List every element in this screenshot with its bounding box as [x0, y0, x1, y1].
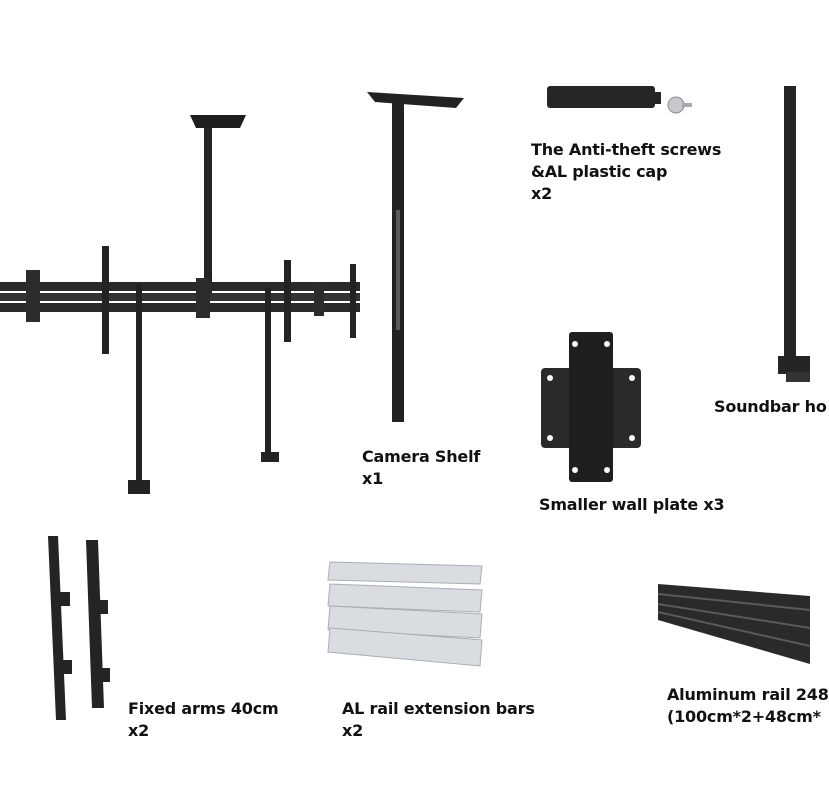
- assembled-mount-system: [0, 115, 360, 494]
- rail-extension-bars-illustration: [327, 561, 483, 667]
- rail-ext-qty: x2: [342, 721, 364, 740]
- wall-plate-illustration: [541, 332, 641, 482]
- soundbar-name: Soundbar ho: [714, 397, 827, 416]
- soundbar-label: Soundbar ho: [714, 396, 827, 418]
- aluminum-rail-detail: (100cm*2+48cm*: [667, 707, 821, 726]
- product-illustration: [0, 86, 811, 720]
- camera-shelf-qty: x1: [362, 469, 384, 488]
- aluminum-rail-name: Aluminum rail 248: [667, 685, 829, 704]
- soundbar-holder-illustration: [778, 86, 810, 382]
- rail-ext-label: AL rail extension bars x2: [342, 698, 535, 742]
- aluminum-rail-label: Aluminum rail 248 (100cm*2+48cm*: [667, 684, 829, 728]
- anti-theft-screw-illustration: [547, 86, 692, 114]
- fixed-arms-name: Fixed arms 40cm: [128, 699, 279, 718]
- aluminum-rail-illustration: [657, 584, 811, 664]
- fixed-arms-qty: x2: [128, 721, 150, 740]
- camera-shelf-name: Camera Shelf: [362, 447, 481, 466]
- wall-plate-name: Smaller wall plate x3: [539, 495, 725, 514]
- anti-theft-label: The Anti-theft screws &AL plastic cap x2: [531, 139, 721, 205]
- camera-shelf-label: Camera Shelf x1: [362, 446, 480, 490]
- wall-plate-label: Smaller wall plate x3: [539, 494, 725, 516]
- anti-theft-qty: x2: [531, 184, 553, 203]
- anti-theft-name-line2: &AL plastic cap: [531, 162, 668, 181]
- fixed-arms-label: Fixed arms 40cm x2: [128, 698, 279, 742]
- anti-theft-name-line1: The Anti-theft screws: [531, 140, 722, 159]
- camera-shelf-illustration: [367, 92, 464, 422]
- fixed-arms-illustration: [48, 536, 110, 720]
- rail-ext-name: AL rail extension bars: [342, 699, 535, 718]
